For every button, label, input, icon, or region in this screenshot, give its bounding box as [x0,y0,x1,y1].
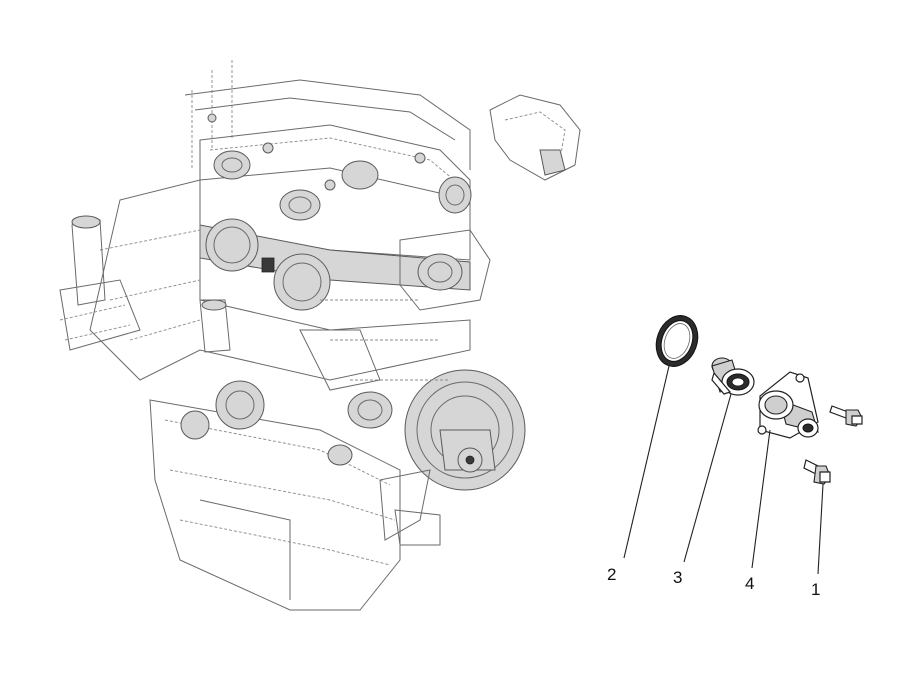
leader-line-4 [751,429,771,569]
callout-label-1: 1 [811,580,820,599]
engine-block-illustration [59,60,581,611]
callout-label-3: 3 [673,568,682,587]
leader-line-3 [683,393,732,563]
leader-line-2 [623,365,670,559]
callout-label-4: 4 [745,574,754,593]
part-4-thermostat-housing [757,371,819,439]
callout-label-2: 2 [607,565,616,584]
part-3-thermostat [711,357,755,396]
part-1-bolt-upper [829,405,863,427]
leader-lines [623,365,824,575]
leader-line-1 [817,483,824,575]
part-2-o-ring [655,315,699,367]
part-1-bolt-lower [803,459,831,485]
